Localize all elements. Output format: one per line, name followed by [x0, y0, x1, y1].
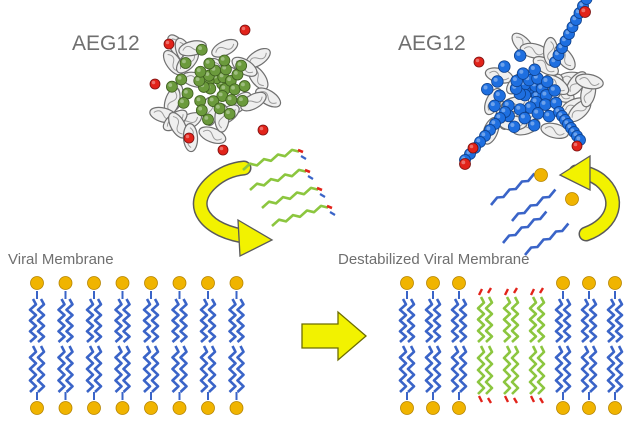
- headgroup: [229, 276, 244, 290]
- headgroup: [426, 401, 440, 415]
- headgroup: [144, 401, 158, 415]
- headgroup: [201, 401, 215, 415]
- lipid-pair: [199, 276, 217, 415]
- exchange-arrow-left-icon: [192, 160, 274, 258]
- lipid-pair: [28, 276, 46, 415]
- headgroup: [556, 401, 570, 415]
- headgroup: [582, 401, 596, 415]
- headgroup: [201, 276, 215, 290]
- lipid-pair: [57, 276, 74, 415]
- membrane-label-left: Viral Membrane: [8, 251, 114, 268]
- process-arrow-icon: [301, 310, 367, 362]
- viral-membrane-left: [28, 276, 245, 415]
- headgroup: [400, 401, 414, 415]
- free-blue-lipids: [489, 168, 579, 256]
- headgroup: [172, 276, 187, 290]
- lipid-pair: [606, 276, 624, 415]
- headgroup: [556, 276, 570, 290]
- headgroup: [115, 401, 130, 415]
- headgroup: [58, 401, 73, 415]
- headgroup: [30, 276, 44, 290]
- destabilized-membrane-right: [398, 276, 624, 415]
- lipid-pair: [398, 276, 416, 415]
- lipid-pair: [580, 276, 598, 415]
- headgroup: [30, 401, 44, 415]
- headgroup: [582, 276, 596, 290]
- inserted-lipid-pair: [528, 287, 546, 404]
- headgroup: [144, 276, 158, 290]
- headgroup: [608, 276, 622, 290]
- inserted-lipid-pair: [502, 287, 520, 404]
- protein-title-right: AEG12: [398, 32, 466, 55]
- headgroup: [115, 276, 130, 290]
- headgroup: [87, 401, 101, 415]
- lipid-pair: [114, 276, 131, 415]
- inserted-lipid-pair: [476, 287, 494, 404]
- lipid-pair: [171, 276, 188, 415]
- headgroup: [452, 276, 466, 290]
- headgroup: [172, 401, 187, 415]
- headgroup: [400, 276, 414, 290]
- headgroup: [87, 276, 101, 290]
- headgroup: [426, 276, 440, 290]
- lipid-pair: [554, 276, 572, 415]
- protein-structure-right-icon: [459, 0, 604, 170]
- lipid-pair: [450, 276, 468, 415]
- exchange-arrow-right-icon: [558, 154, 621, 242]
- free-green-lipids: [242, 148, 336, 227]
- headgroup: [229, 401, 244, 415]
- lipid-pair: [142, 276, 160, 415]
- protein-title-left: AEG12: [72, 32, 140, 55]
- membrane-label-right: Destabilized Viral Membrane: [338, 251, 530, 268]
- headgroup: [608, 401, 622, 415]
- lipid-pair: [424, 276, 442, 415]
- headgroup: [452, 401, 466, 415]
- headgroup: [58, 276, 73, 290]
- lipid-pair: [228, 276, 245, 415]
- protein-structure-left-icon: [149, 24, 282, 156]
- lipid-pair: [85, 276, 103, 415]
